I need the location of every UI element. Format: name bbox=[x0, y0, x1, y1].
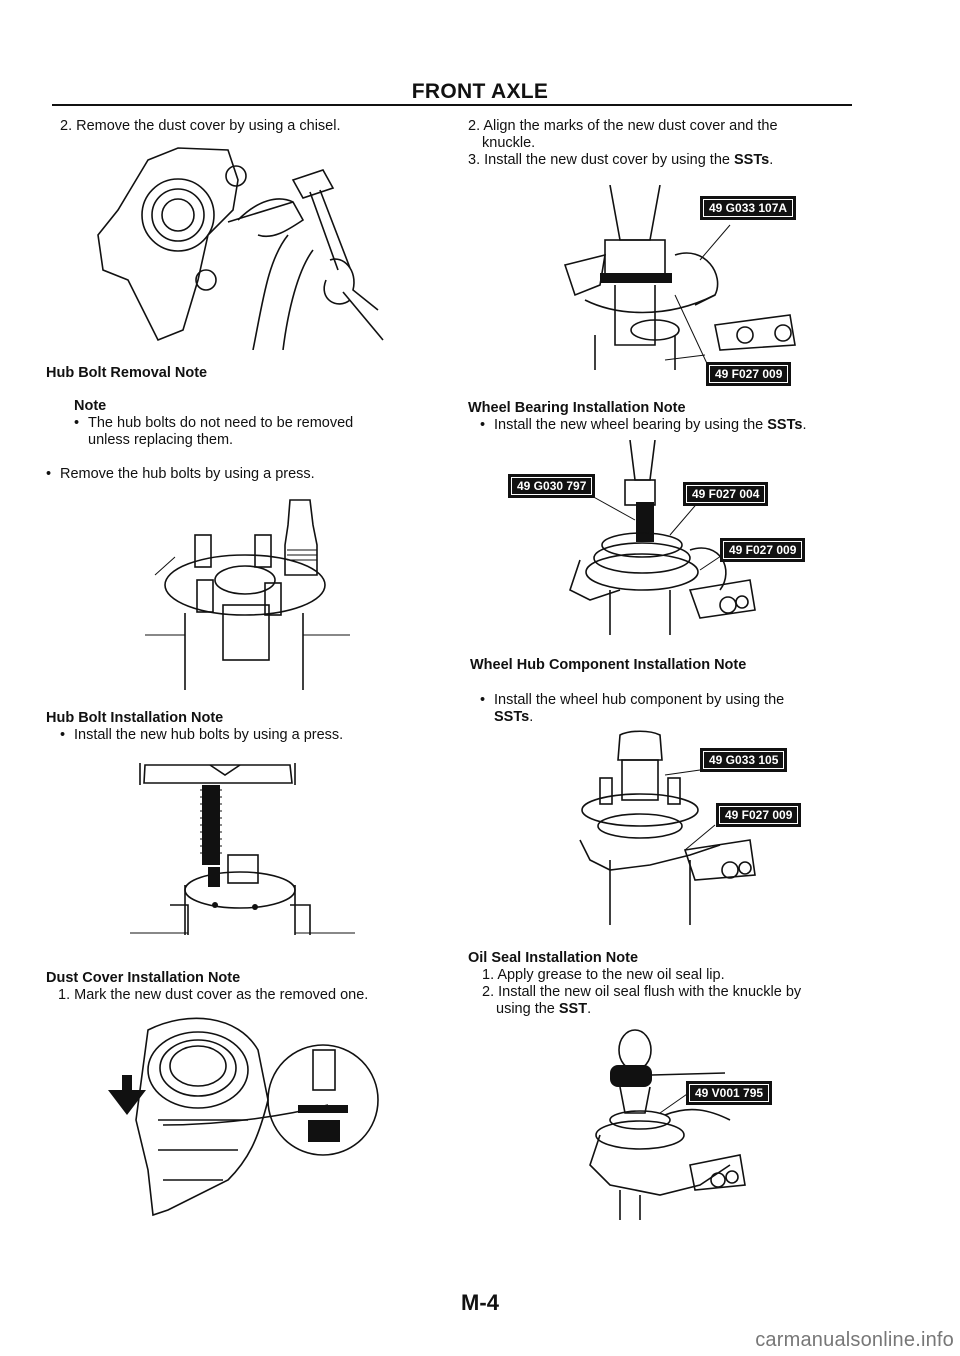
sst-tag-49-g033-107a: 49 G033 107A bbox=[700, 196, 797, 220]
install-dust-cover-step: 3. Install the new dust cover by using t… bbox=[468, 152, 774, 168]
sst-tag-49-f027-009: 49 F027 009 bbox=[706, 362, 792, 386]
illustration-wheel-hub bbox=[570, 730, 820, 930]
header-rule bbox=[52, 104, 852, 106]
watermark: carmanualsonline.info bbox=[755, 1329, 954, 1351]
wheel-bearing-step: Install the new wheel bearing by using t… bbox=[480, 417, 807, 434]
oil-seal-step-2-line1: 2. Install the new oil seal flush with t… bbox=[482, 984, 802, 1000]
wheel-hub-step-line2: SSTs. bbox=[494, 709, 534, 725]
illustration-dust-cover-mark bbox=[108, 1010, 398, 1220]
align-marks-step-line1: 2. Align the marks of the new dust cover… bbox=[468, 118, 778, 134]
wheel-bearing-heading: Wheel Bearing Installation Note bbox=[468, 400, 686, 416]
sst-tag-49-f027-009-hub: 49 F027 009 bbox=[716, 803, 802, 827]
note-label: Note bbox=[74, 398, 107, 414]
hub-bolt-removal-heading: Hub Bolt Removal Note bbox=[46, 365, 208, 381]
oil-seal-heading: Oil Seal Installation Note bbox=[468, 950, 639, 966]
page-number: M-4 bbox=[461, 1290, 499, 1315]
sst-tag-49-g030-797: 49 G030 797 bbox=[508, 474, 596, 498]
wheel-hub-step-line1: Install the wheel hub component by using… bbox=[480, 692, 784, 709]
hub-bolt-removal-step: Remove the hub bolts by using a press. bbox=[46, 466, 315, 483]
illustration-hub-bolt-install bbox=[130, 755, 360, 945]
sst-tag-49-f027-004: 49 F027 004 bbox=[683, 482, 769, 506]
sst-tag-49-g033-105: 49 G033 105 bbox=[700, 748, 788, 772]
oil-seal-step-2-line2: using the SST. bbox=[496, 1001, 592, 1017]
hub-bolt-install-step: Install the new hub bolts by using a pre… bbox=[60, 727, 343, 744]
align-marks-step-line2: knuckle. bbox=[482, 135, 536, 151]
note-line-1: The hub bolts do not need to be removed bbox=[74, 415, 353, 432]
sst-tag-49-f027-009-bearing: 49 F027 009 bbox=[720, 538, 806, 562]
illustration-dust-cover-removal bbox=[88, 140, 408, 350]
dust-cover-install-step-1: 1. Mark the new dust cover as the remove… bbox=[58, 987, 369, 1003]
oil-seal-step-1: 1. Apply grease to the new oil seal lip. bbox=[482, 967, 725, 983]
page-title: FRONT AXLE bbox=[411, 80, 549, 103]
illustration-dust-cover-install bbox=[555, 185, 815, 385]
illustration-wheel-bearing bbox=[560, 440, 810, 640]
sst-tag-49-v001-795: 49 V001 795 bbox=[686, 1081, 773, 1105]
note-line-2: unless replacing them. bbox=[88, 432, 234, 448]
hub-bolt-install-heading: Hub Bolt Installation Note bbox=[46, 710, 224, 726]
illustration-hub-bolt-removal bbox=[145, 495, 365, 695]
illustration-oil-seal bbox=[580, 1025, 780, 1225]
dust-cover-install-heading: Dust Cover Installation Note bbox=[46, 970, 241, 986]
wheel-hub-heading: Wheel Hub Component Installation Note bbox=[470, 657, 747, 673]
dust-cover-removal-step: 2. Remove the dust cover by using a chis… bbox=[60, 118, 341, 134]
